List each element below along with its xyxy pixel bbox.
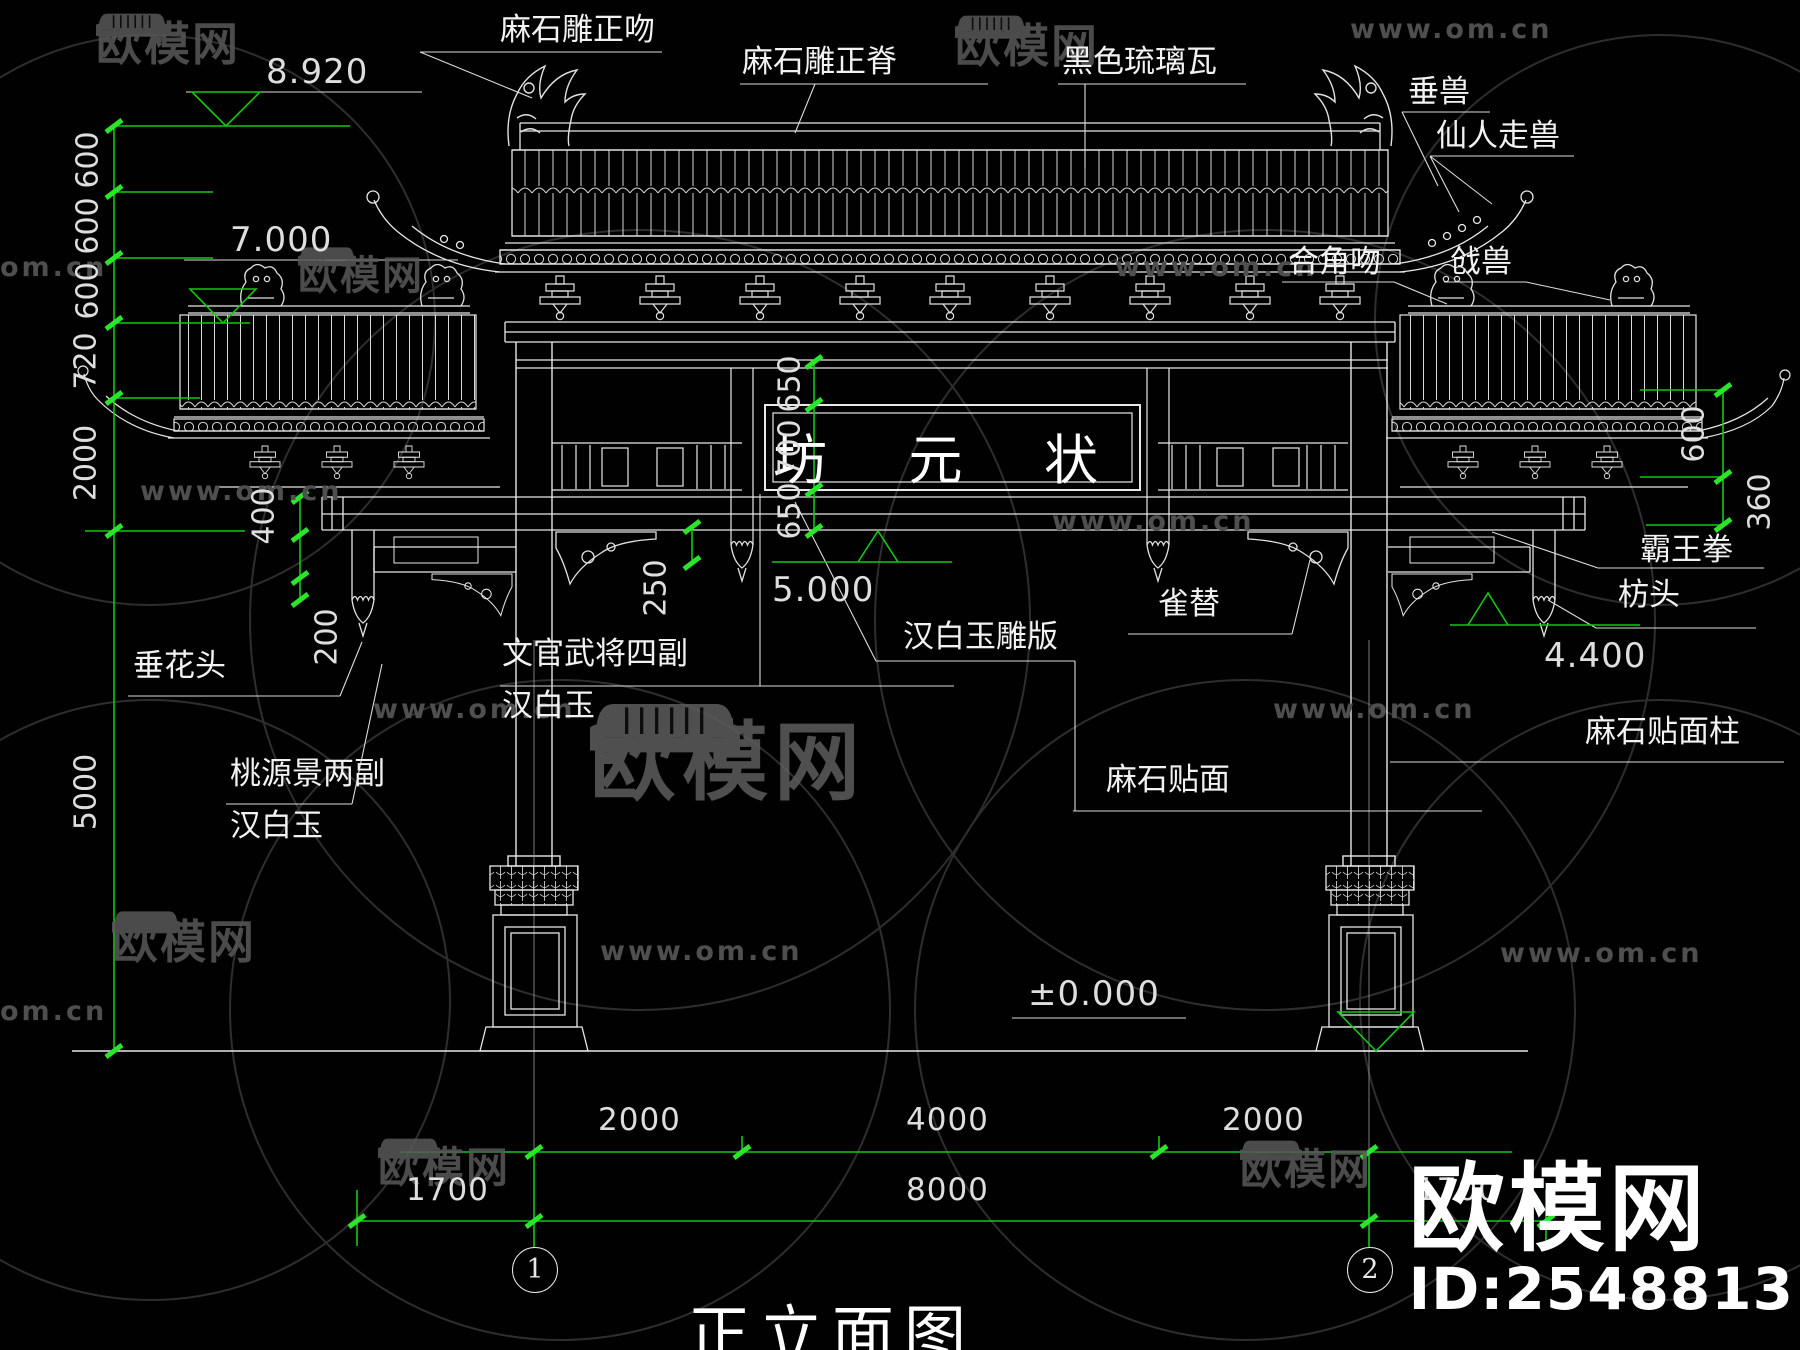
label-marble-carved-panel: 汉白玉雕版 — [903, 619, 1058, 654]
dimension-lines — [85, 91, 1727, 1247]
label-immortal-beasts: 仙人走兽 — [1436, 118, 1560, 153]
label-beam-head: 枋头 — [1618, 577, 1680, 612]
dim-overhang-1700-left: 1700 — [406, 1172, 489, 1208]
drawing-title: 正立面图 — [688, 1302, 977, 1350]
pedestal-right — [1315, 865, 1425, 1052]
watermark-url: www.om.cn — [1273, 694, 1476, 725]
label-main-ridge-kiss: 麻石雕正吻 — [500, 12, 655, 47]
label-qiang-beast: 戗兽 — [1450, 244, 1512, 279]
watermark-logo: 欧模网 — [112, 906, 256, 972]
brand-name: 欧模网 — [1408, 1156, 1709, 1264]
watermark-url: www.om.cn — [1350, 14, 1553, 45]
sofa-icon — [112, 911, 180, 934]
sofa-icon — [298, 247, 356, 267]
label-hanging-beast: 垂兽 — [1408, 74, 1470, 109]
dim-detail-200: 200 — [309, 608, 345, 666]
sofa-icon — [96, 13, 168, 43]
dim-right-360: 360 — [1742, 473, 1778, 531]
label-black-glazed-tile: 黑色琉璃瓦 — [1062, 44, 1217, 79]
watermark-logo-large: 欧模网 — [590, 692, 866, 817]
sofa-icon — [590, 704, 740, 764]
dim-detail-400: 400 — [246, 487, 282, 545]
dim-bay-2000-left: 2000 — [598, 1102, 681, 1138]
watermark-url: www.om.cn — [1115, 252, 1318, 283]
watermark-url: www.om.cn — [1500, 938, 1703, 969]
side-roof-left — [77, 263, 500, 488]
dim-detail-250: 250 — [638, 559, 674, 617]
dim-left-720: 720 — [68, 332, 104, 390]
watermark-url-clipped: om.cn — [0, 996, 108, 1027]
dim-total-8000: 8000 — [906, 1172, 989, 1208]
elevation-zero: ±0.000 — [1028, 974, 1160, 1014]
dim-left-5000: 5000 — [68, 753, 104, 831]
watermark-url: www.om.cn — [1052, 506, 1255, 537]
dimension-ticks — [104, 118, 1733, 1229]
dim-left-600-1: 600 — [70, 131, 106, 189]
main-roof — [366, 65, 1534, 369]
dim-overhang-1700-right: 1700 — [1416, 1172, 1499, 1208]
axis-bubble-2: 2 — [1347, 1247, 1393, 1293]
elevation-5000: 5.000 — [772, 570, 875, 610]
brand-id: ID:2548813 — [1408, 1255, 1794, 1324]
dim-mid-700: 700 — [772, 419, 808, 477]
watermark-logo: 欧模网 — [378, 1134, 510, 1195]
label-taoyuan-panels-line2: 汉白玉 — [230, 808, 323, 843]
dim-bay-2000-right: 2000 — [1222, 1102, 1305, 1138]
watermark-logo: 欧模网 — [1240, 1136, 1372, 1197]
label-corner-kiss: 合角吻 — [1288, 244, 1381, 279]
watermark-url: www.om.cn — [600, 936, 803, 967]
brand-block: 欧模网 ID:2548813 — [1409, 1162, 1794, 1322]
sofa-icon — [378, 1138, 440, 1159]
dim-mid-650-bottom: 650 — [772, 482, 808, 540]
label-taoyuan-panels-line1: 桃源景两副 — [230, 756, 385, 791]
side-roof-right — [1386, 263, 1791, 488]
dim-left-600-2: 600 — [70, 197, 106, 255]
dim-left-2000: 2000 — [68, 424, 104, 502]
pedestal-left — [479, 865, 589, 1052]
dim-right-600: 600 — [1676, 405, 1712, 463]
elevation-7000: 7.000 — [230, 220, 333, 260]
plaque-text: 坊 元 状 — [773, 431, 1132, 491]
dim-mid-650-top: 650 — [772, 355, 808, 413]
watermark-url: www.om.cn — [373, 694, 576, 725]
elevation-4400: 4.400 — [1544, 636, 1647, 676]
label-officials-panels-line1: 文官武将四副 — [502, 636, 688, 671]
label-granite-veneer-column: 麻石贴面柱 — [1585, 714, 1740, 749]
label-main-ridge: 麻石雕正脊 — [742, 44, 897, 79]
label-officials-panels-line2: 汉白玉 — [502, 688, 595, 723]
sofa-icon — [1240, 1140, 1302, 1161]
sofa-icon — [955, 15, 1027, 39]
watermark-logo: 欧模网 — [96, 8, 240, 74]
dim-bay-4000: 4000 — [906, 1102, 989, 1138]
watermark-logo: 欧模网 — [955, 10, 1099, 76]
watermark-logo: 欧模网 — [298, 243, 424, 301]
beams — [321, 496, 1586, 637]
label-sparrow-brace: 雀替 — [1158, 586, 1220, 621]
dim-left-600-3: 600 — [70, 262, 106, 320]
watermark-url-clipped: om.cn — [0, 252, 108, 283]
columns — [507, 342, 1396, 1244]
label-pendant-head: 垂花头 — [133, 648, 226, 683]
label-bawang-fist: 霸王拳 — [1640, 532, 1733, 567]
axis-bubble-1: 1 — [512, 1247, 558, 1293]
elevation-8920: 8.920 — [266, 52, 369, 92]
frieze-band — [552, 368, 1348, 582]
label-granite-veneer: 麻石贴面 — [1106, 762, 1230, 797]
watermark-url: www.om.cn — [140, 476, 343, 507]
